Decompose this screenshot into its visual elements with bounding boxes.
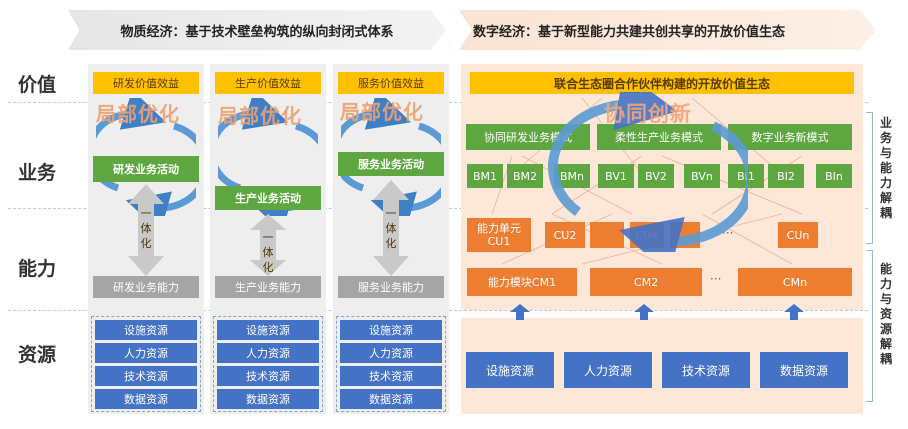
bracket <box>866 250 873 402</box>
big-cycle-arrow-icon <box>548 92 748 252</box>
side-label-business-capability: 业务与能力解耦 <box>879 116 892 220</box>
resource-group-service <box>336 316 446 412</box>
business-mode-box: 协同研发业务模式 <box>466 124 590 150</box>
row-label-capability: 能力 <box>17 258 56 280</box>
resource-item: 数据资源 <box>340 389 442 409</box>
capability-module-box: CMn <box>738 268 852 296</box>
row-label-value: 价值 <box>17 74 56 96</box>
header-digital-economy: 数字经济：基于新型能力共建共创共享的开放价值生态 <box>459 10 876 50</box>
local-optimization-label: 局部优化 <box>96 102 180 126</box>
resource-item: 技术资源 <box>217 366 319 386</box>
ellipsis: ··· <box>722 226 734 240</box>
local-optimization-label: 局部优化 <box>340 100 424 124</box>
resource-item: 设施资源 <box>95 320 197 340</box>
capability-module-box: 能力模块CM1 <box>467 268 577 296</box>
value-box-service: 服务价值效益 <box>338 72 444 94</box>
row-label-business: 业务 <box>17 162 56 184</box>
up-arrows-icon <box>510 304 804 320</box>
resource-item: 技术资源 <box>95 366 197 386</box>
resource-item: 技术资源 <box>662 352 750 388</box>
resource-item: 设施资源 <box>466 352 554 388</box>
resource-item: 数据资源 <box>760 352 848 388</box>
resource-item: 设施资源 <box>217 320 319 340</box>
value-box-rd: 研发价值效益 <box>93 72 199 94</box>
capability-unit-box: 能力单元CU1 <box>467 218 531 252</box>
business-model-box: BMn <box>554 164 590 188</box>
resource-item: 人力资源 <box>340 343 442 363</box>
resource-item: 人力资源 <box>95 343 197 363</box>
header-material-economy: 物质经济：基于技术壁垒构筑的纵向封闭式体系 <box>68 10 446 50</box>
resource-item: 数据资源 <box>217 389 319 409</box>
capability-module-box: CM2 <box>590 268 702 296</box>
side-label-capability-resource: 能力与资源解耦 <box>879 262 892 366</box>
resource-item: 设施资源 <box>340 320 442 340</box>
bracket <box>866 112 873 244</box>
activity-box-service: 服务业务活动 <box>338 152 444 176</box>
resource-item: 人力资源 <box>564 352 652 388</box>
resource-group-production <box>213 316 323 412</box>
ellipsis: ··· <box>710 272 722 286</box>
business-model-box: BM1 <box>467 164 503 188</box>
integration-label: 一体化 <box>385 207 397 250</box>
business-model-box: BM2 <box>507 164 543 188</box>
cycle-arrow-icon <box>341 98 441 216</box>
row-label-resource: 资源 <box>17 344 56 366</box>
capability-box-production: 生产业务能力 <box>215 276 321 298</box>
value-box-production: 生产价值效益 <box>215 72 321 94</box>
activity-box-rd: 研发业务活动 <box>93 156 199 182</box>
business-model-box: BV2 <box>638 164 674 188</box>
business-model-box: BI2 <box>768 164 804 188</box>
ecosystem-value-box: 联合生态圈合作伙伴构建的开放价值生态 <box>470 72 854 94</box>
resource-item: 人力资源 <box>217 343 319 363</box>
double-arrow-icon <box>373 180 409 276</box>
activity-box-production: 生产业务活动 <box>215 186 321 210</box>
capability-unit-box: CU2 <box>545 222 585 248</box>
integration-label: 一体化 <box>140 207 152 250</box>
business-mode-box: 数字业务新模式 <box>728 124 852 150</box>
capability-unit-box: CUn <box>778 222 818 248</box>
business-model-box: BVn <box>684 164 720 188</box>
capability-box-rd: 研发业务能力 <box>93 276 199 298</box>
resource-group-rd <box>91 316 201 412</box>
resource-item: 数据资源 <box>95 389 197 409</box>
resource-item: 技术资源 <box>340 366 442 386</box>
local-optimization-label: 局部优化 <box>218 104 302 128</box>
business-model-box: BV1 <box>598 164 634 188</box>
capability-box-service: 服务业务能力 <box>338 276 444 298</box>
business-model-box: BIn <box>816 164 852 188</box>
capability-unit-box <box>590 222 624 248</box>
double-arrow-icon <box>128 184 164 276</box>
collaborative-innovation-label: 协同创新 <box>604 102 692 126</box>
double-arrow-icon <box>250 214 286 276</box>
integration-label: 一体化 <box>262 231 274 274</box>
